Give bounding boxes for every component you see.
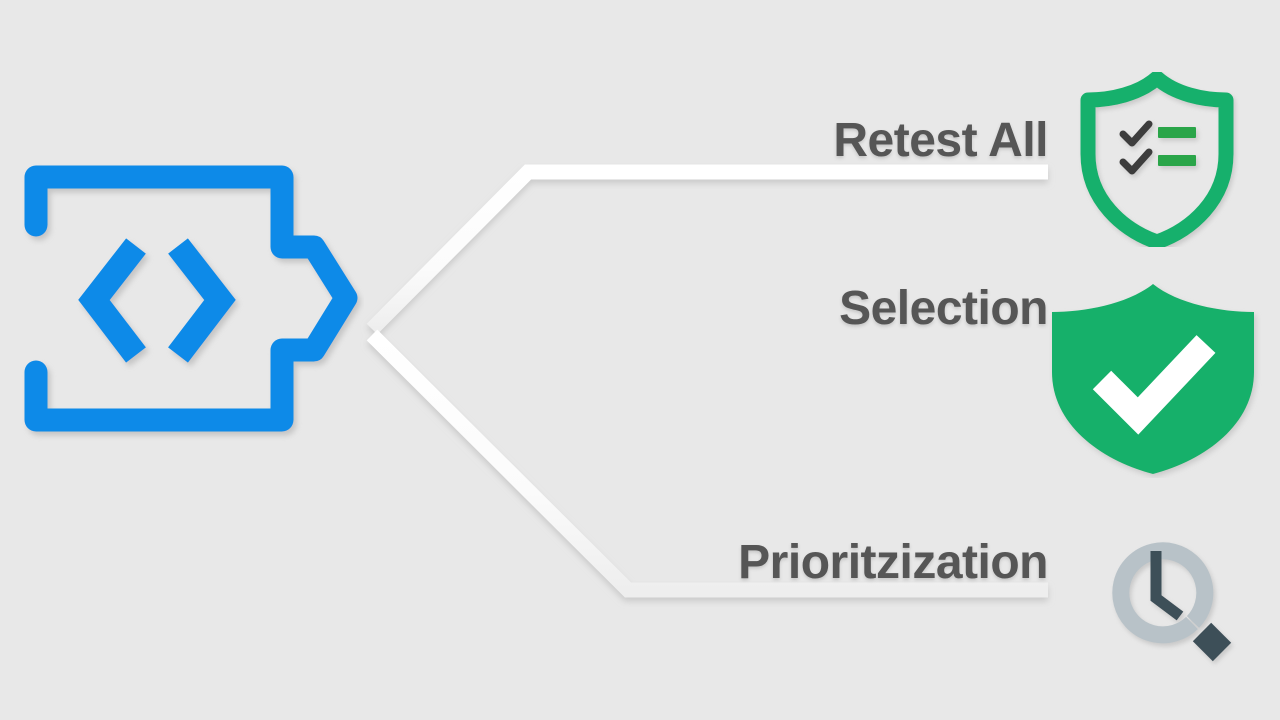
connector-prioritzization (366, 329, 1048, 598)
checkmark-icon (1092, 335, 1216, 435)
magnifier-handle (1192, 622, 1232, 662)
code-brackets-icon (24, 165, 358, 432)
clock-magnifier-icon (1112, 542, 1232, 662)
branch-label-selection: Selection (839, 282, 1048, 335)
shield-checklist-icon (1080, 72, 1234, 247)
clock-hands (1150, 551, 1184, 621)
checklist-bar (1158, 127, 1196, 138)
checklist-bar (1158, 155, 1196, 166)
checkmark-icon (1119, 148, 1153, 175)
branch-label-prioritzization: Prioritzization (738, 536, 1048, 589)
shield-shape (1052, 284, 1254, 474)
branch-label-retest-all: Retest All (833, 114, 1048, 167)
clock-ring (1112, 542, 1214, 644)
shield-check-icon (1052, 284, 1254, 474)
connector-retest-all (366, 164, 1048, 335)
checkmark-icon (1119, 120, 1153, 147)
